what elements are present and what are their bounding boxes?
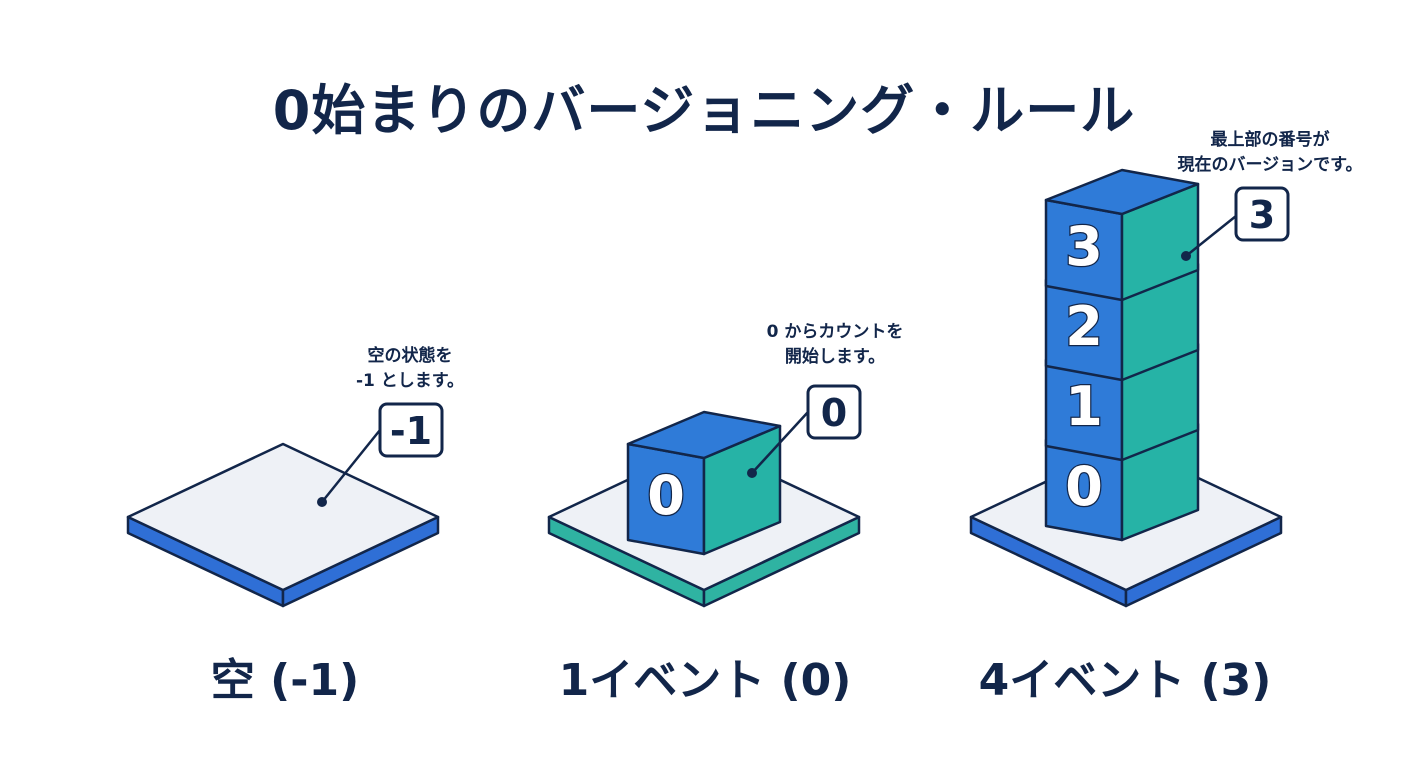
callout-one-event-text: 0	[821, 391, 847, 435]
note-empty-line-2: -1 とします。	[355, 371, 465, 391]
callout-empty-text: -1	[390, 409, 432, 453]
leader-empty-line	[321, 429, 381, 503]
note-four-events: 最上部の番号が 現在のバージョンです。	[1150, 128, 1390, 178]
diagram-title: 0始まりのバージョニング・ルール	[272, 79, 1136, 142]
callout-four-events-text: 3	[1249, 193, 1275, 237]
block-four-events-1-label: 1	[1065, 375, 1103, 438]
leader-one-event-line	[751, 411, 809, 474]
caption-empty: 空 (-1)	[210, 655, 360, 706]
leader-empty-dot	[317, 497, 327, 507]
note-four-events-line-2: 現在のバージョンです。	[1177, 155, 1363, 175]
block-four-events-3-label: 3	[1065, 215, 1103, 278]
leader-four-events-dot	[1181, 251, 1191, 261]
block-one-event-0-top	[626, 410, 782, 460]
note-empty-line-1: 空の状態を	[367, 346, 453, 366]
block-four-events-0-label: 0	[1065, 455, 1103, 518]
block-one-event-0-label: 0	[647, 464, 685, 527]
leader-one-event-dot	[747, 468, 757, 478]
platform-empty-top	[126, 442, 440, 592]
leader-four-events-line	[1185, 215, 1237, 257]
note-one-event: 0 からカウントを 開始します。	[730, 320, 940, 370]
callout-four-events-box	[1234, 186, 1290, 242]
note-one-event-line-2: 開始します。	[784, 347, 886, 367]
block-four-events-2-label: 2	[1065, 295, 1103, 358]
note-one-event-line-1: 0 からカウントを	[766, 322, 904, 342]
caption-one-event: 1イベント (0)	[558, 655, 852, 706]
note-four-events-line-1: 最上部の番号が	[1210, 130, 1330, 150]
note-empty: 空の状態を -1 とします。	[320, 344, 500, 394]
block-four-events-3-top	[1044, 168, 1200, 216]
caption-four-events: 4イベント (3)	[978, 655, 1272, 706]
